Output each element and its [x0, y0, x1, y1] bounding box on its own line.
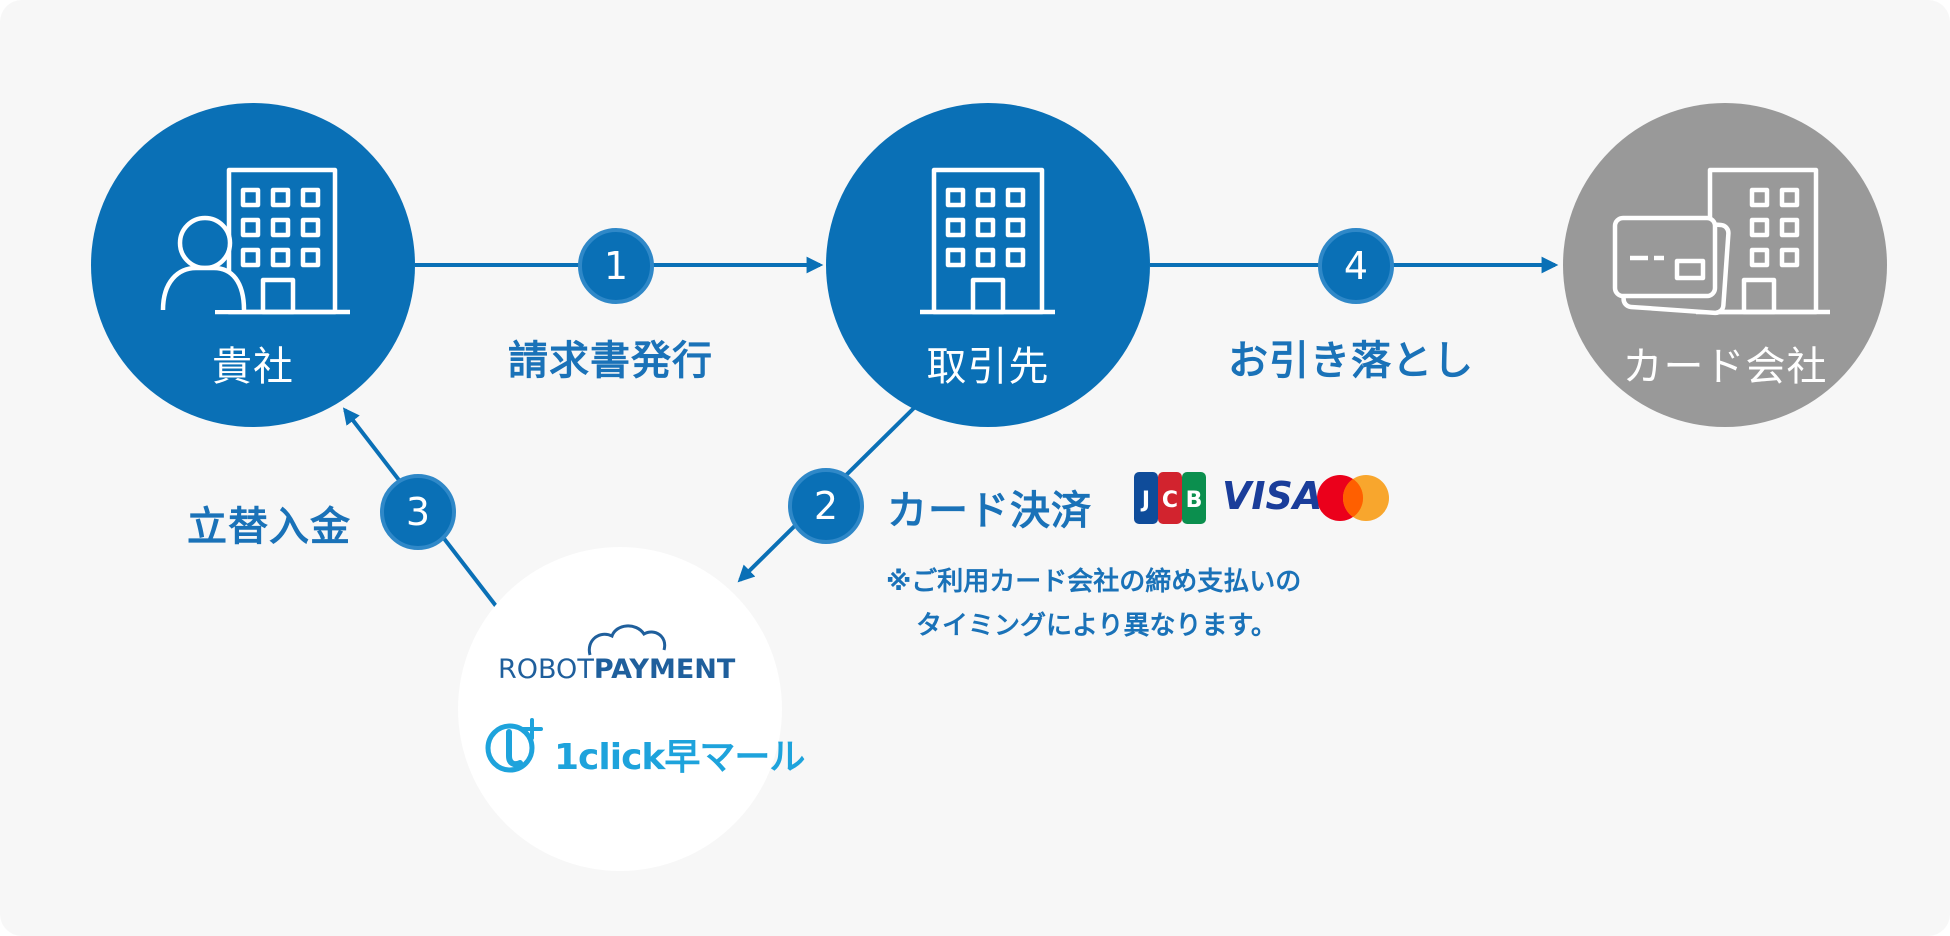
svg-text:C: C [1162, 488, 1178, 513]
card-building-icon [1612, 167, 1830, 316]
product-logo: 1click早マール [554, 737, 805, 778]
note-line-2: タイミングにより異なります。 [916, 611, 1277, 641]
step-label-advance-payment: 立替入金 [187, 504, 351, 550]
label-your-company: 貴社 [212, 344, 294, 390]
svg-text:J: J [1140, 488, 1150, 513]
building-person-icon [160, 167, 350, 315]
step-number-3: 3 [380, 474, 456, 550]
visa-logo: VISA [1222, 474, 1323, 518]
tap-plus-icon [485, 718, 543, 773]
step-number-2: 2 [788, 468, 864, 544]
svg-text:B: B [1186, 488, 1203, 513]
label-client: 取引先 [926, 344, 1050, 390]
step-number-1: 1 [578, 228, 654, 304]
step-number-4: 4 [1318, 228, 1394, 304]
node-service [458, 547, 782, 871]
jcb-logo: J C B [1134, 472, 1206, 524]
note-line-1: ※ご利用カード会社の締め支払いの [886, 567, 1302, 597]
step-label-debit: お引き落とし [1228, 338, 1474, 384]
node-your-company [91, 103, 415, 427]
mastercard-logo [1317, 475, 1389, 521]
step-label-invoice: 請求書発行 [508, 338, 713, 384]
label-card-company: カード会社 [1622, 344, 1828, 390]
step-label-card-payment: カード決済 [887, 488, 1092, 534]
node-client [826, 103, 1150, 427]
cloud-icon [587, 624, 667, 656]
note-text: ※ご利用カード会社の締め支払いの タイミングにより異なります。 [886, 560, 1301, 648]
node-card-company [1563, 103, 1887, 427]
building-icon [920, 167, 1055, 315]
robot-payment-logo: ROBOTPAYMENT [498, 654, 736, 685]
